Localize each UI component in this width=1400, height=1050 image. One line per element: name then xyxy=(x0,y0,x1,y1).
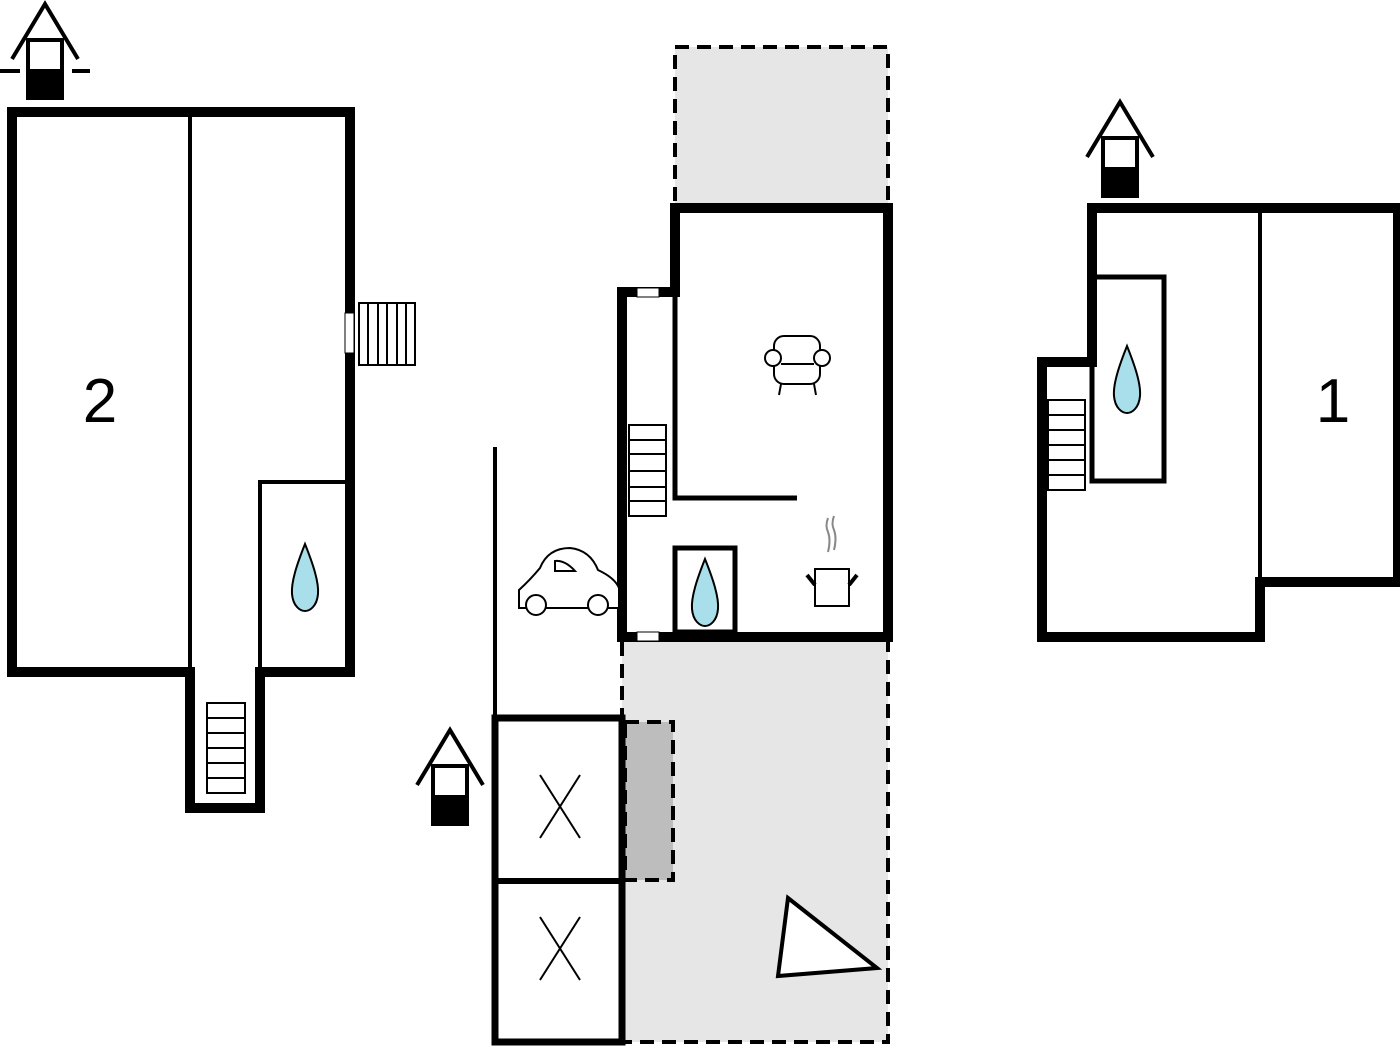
bathroom xyxy=(672,545,738,635)
parking xyxy=(491,714,626,1046)
entrance-icon xyxy=(10,2,80,100)
interior-wall xyxy=(672,292,797,501)
stairs-icon xyxy=(206,702,246,794)
covered-area xyxy=(623,720,675,882)
water-drop-icon xyxy=(1112,345,1142,414)
window xyxy=(636,631,660,642)
parking-x-icon xyxy=(539,774,581,839)
stairs-icon xyxy=(1047,399,1086,491)
door xyxy=(344,312,355,354)
building-2: 2 xyxy=(0,2,416,813)
bathroom xyxy=(1089,274,1167,484)
north-triangle-icon xyxy=(775,894,883,979)
car-icon xyxy=(518,546,620,616)
parking-x-icon xyxy=(539,916,581,981)
entrance-icon xyxy=(415,728,485,826)
building-1: 1 xyxy=(1037,100,1400,642)
window xyxy=(636,287,660,298)
building-main xyxy=(415,45,893,1046)
terrace xyxy=(673,45,890,210)
building-label: 2 xyxy=(83,367,117,436)
cooking-pot-icon xyxy=(805,515,859,607)
exterior-wall xyxy=(7,107,355,813)
entrance-icon xyxy=(1085,100,1155,198)
water-drop-icon xyxy=(290,543,320,612)
building-label: 1 xyxy=(1316,367,1350,436)
armchair-icon xyxy=(764,335,831,396)
stairs-icon xyxy=(358,302,416,366)
bathroom xyxy=(258,480,352,674)
stairs-icon xyxy=(628,424,667,517)
exterior-wall xyxy=(1037,203,1400,642)
